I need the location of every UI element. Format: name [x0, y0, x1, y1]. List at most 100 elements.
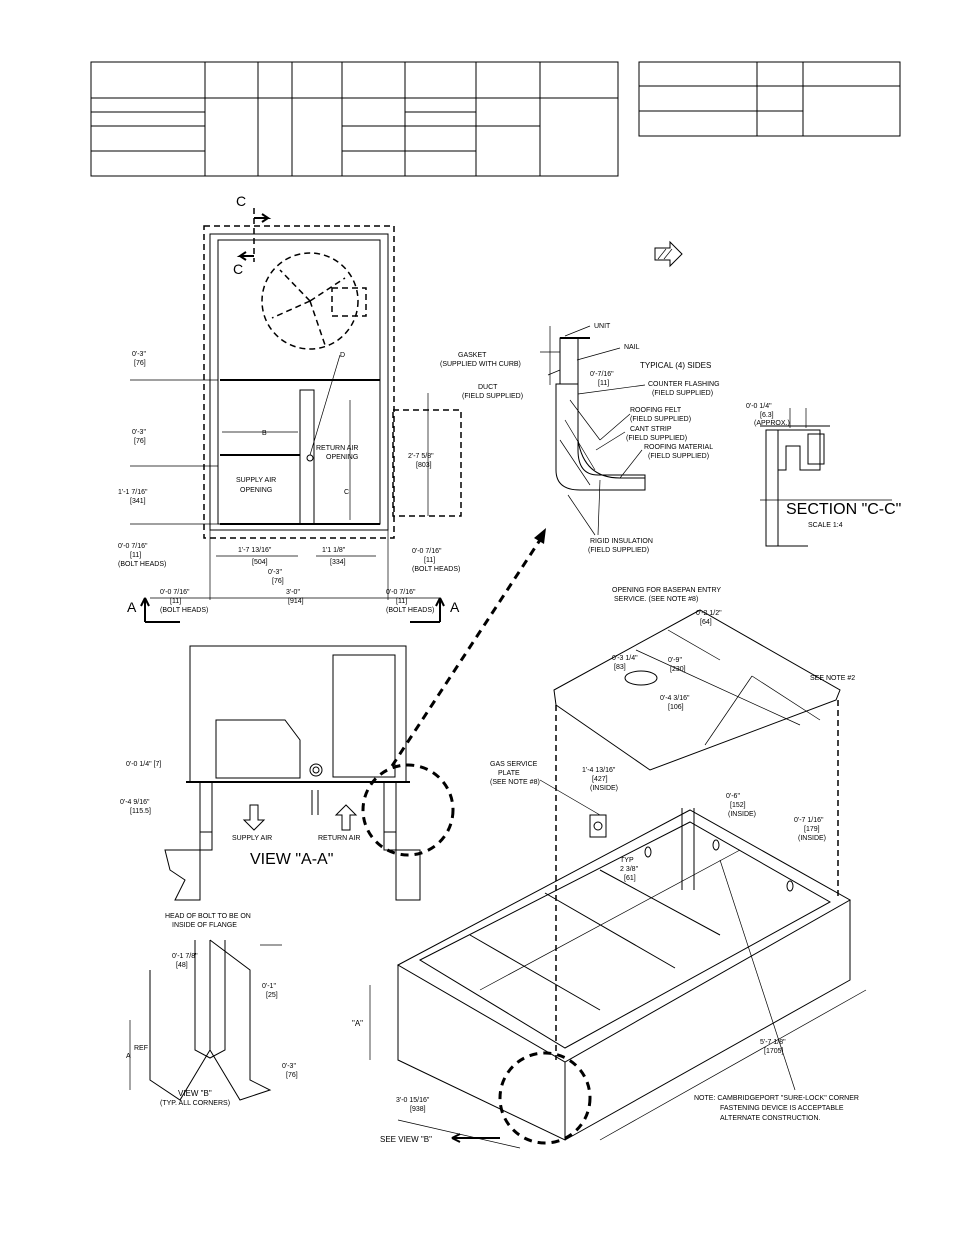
section-cc-title: SECTION "C-C" [786, 501, 901, 518]
section-cc-detail [760, 408, 892, 547]
iso-dim-578-b: [1705] [764, 1048, 784, 1055]
iso-dim-9-b: [230] [670, 666, 686, 673]
dim-d4-c: (BOLT HEADS) [118, 561, 166, 568]
section-cc-dim-b: [6.3] [760, 412, 774, 419]
dim-d1-a: 0'-3" [132, 351, 146, 358]
dim-d2-a: 0'-3" [132, 429, 146, 436]
dim-d5-b: [504] [252, 559, 268, 566]
iso-dim-9-a: 0'-9" [668, 657, 682, 664]
view-b-d1-b: [48] [176, 962, 188, 969]
gas-service-label-3: (SEE NOTE #8) [490, 779, 540, 786]
dim-d6-b: [76] [272, 578, 284, 585]
dim-label-c: C [344, 489, 349, 496]
cant-strip-label-2: (FIELD SUPPLIED) [626, 435, 687, 442]
duct-label-1: DUCT [478, 384, 498, 391]
iso-dim-11416-a: 1'-4 13/16" [582, 767, 616, 774]
iso-dim-212-b: [64] [700, 619, 712, 626]
basepan-opening-label-1: OPENING FOR BASEPAN ENTRY [612, 587, 721, 594]
supply-air-label: SUPPLY AIR [232, 835, 272, 842]
dim-d9-b: [11] [424, 557, 435, 564]
typ-label-3: [61] [624, 875, 636, 882]
section-c-marker-bottom: C [233, 261, 243, 277]
view-b-head-bolt-1: HEAD OF BOLT TO BE ON [165, 913, 251, 920]
dim-d4-b: [11] [130, 552, 141, 559]
iso-dim-212-a: 0'-2 1/2" [696, 610, 722, 617]
section-cc-dim-c: (APPROX.) [754, 420, 790, 427]
dim-d9-a: 0'-0 7/16" [412, 548, 442, 555]
dim-d3-b: [341] [130, 498, 146, 505]
dim-d7-a: 1'1 1/8" [322, 547, 346, 554]
iso-dim-6-a: 0'-6" [726, 793, 740, 800]
gas-service-label-2: PLATE [498, 770, 520, 777]
roofing-felt-label-2: (FIELD SUPPLIED) [630, 416, 691, 423]
supply-air-opening-label-2: OPENING [240, 487, 272, 494]
iso-dim-11416-b: [427] [592, 776, 608, 783]
iso-dim-7116-a: 0'-7 1/16" [794, 817, 824, 824]
iso-dim-31516-a: 3'-0 15/16" [396, 1097, 430, 1104]
iso-dim-11416-c: (INSIDE) [590, 785, 618, 792]
dim-d12-a: 0'-0 7/16" [386, 589, 416, 596]
gasket-label-2: (SUPPLIED WITH CURB) [440, 361, 521, 368]
dim-label-b: B [262, 430, 267, 437]
dim-716-a: 0'-7/16" [590, 371, 614, 378]
dim-d2-b: [76] [134, 438, 146, 445]
dim-d7-b: [334] [330, 559, 346, 566]
note-line-3: ALTERNATE CONSTRUCTION. [720, 1115, 821, 1122]
dim-d1-b: [76] [134, 360, 146, 367]
iso-dim-578-a: 5'-7 1/8" [760, 1039, 786, 1046]
view-b-d1-a: 0'-1 7/8" [172, 953, 198, 960]
top-plan-view [130, 208, 462, 623]
dim-d10-a: 0'-0 7/16" [160, 589, 190, 596]
view-a-marker-left: A [127, 599, 137, 615]
dim-d4-a: 0'-0 7/16" [118, 543, 148, 550]
isometric-curb-view [369, 609, 867, 1149]
dim-d5-a: 1'-7 13/16" [238, 547, 272, 554]
iso-dim-314-b: [83] [614, 664, 626, 671]
gas-service-label-1: GAS SERVICE [490, 761, 538, 768]
dim-d11-b: [914] [288, 598, 304, 605]
curb-flashing-detail [540, 325, 646, 536]
view-b-d3-a: 0'-3" [282, 1063, 296, 1070]
view-b-d2-b: [25] [266, 992, 278, 999]
dimension-table-left [90, 61, 619, 177]
return-air-opening-label-1: RETURN AIR [316, 445, 358, 452]
dim-d12-b: [11] [396, 598, 407, 605]
typ-label-2: 2 3/8" [620, 866, 639, 873]
dim-d9-c: (BOLT HEADS) [412, 566, 460, 573]
cant-strip-label-1: CANT STRIP [630, 426, 672, 433]
dim-d12-c: (BOLT HEADS) [386, 607, 434, 614]
rigid-insulation-label-2: (FIELD SUPPLIED) [588, 547, 649, 554]
typ-label-1: TYP [620, 857, 634, 864]
counter-flashing-label-1: COUNTER FLASHING [648, 381, 720, 388]
view-aa-title: VIEW "A-A" [250, 851, 333, 868]
view-b-ref: REF [134, 1045, 148, 1052]
view-aa-elevation [164, 645, 455, 901]
dim-d11-a: 3'-0" [286, 589, 300, 596]
see-note2-label: SEE NOTE #2 [810, 675, 855, 682]
note-line-2: FASTENING DEVICE IS ACCEPTABLE [720, 1105, 844, 1112]
view-b-subtitle: (TYP. ALL CORNERS) [160, 1100, 230, 1107]
view-b-ref-a: A [126, 1053, 131, 1060]
dim-d8-b: [803] [416, 462, 432, 469]
iso-dim-6-b: [152] [730, 802, 746, 809]
dimension-table-right [638, 61, 901, 137]
view-b-head-bolt-2: INSIDE OF FLANGE [172, 922, 237, 929]
return-air-label: RETURN AIR [318, 835, 360, 842]
view-b-title: VIEW "B" [178, 1089, 212, 1098]
dim-d8-a: 2'-7 5/8" [408, 453, 434, 460]
roofing-felt-label-1: ROOFING FELT [630, 407, 682, 414]
iso-dim-6-c: (INSIDE) [728, 811, 756, 818]
iso-dim-4316-b: [106] [668, 704, 684, 711]
dim-d10-b: [11] [170, 598, 181, 605]
airflow-arrow-icon [654, 240, 683, 268]
dim-label-d: D [340, 352, 345, 359]
section-cc-dim-a: 0'-0 1/4" [746, 403, 772, 410]
nail-label: NAIL [624, 344, 640, 351]
basepan-opening-label-2: SERVICE. (SEE NOTE #8) [614, 596, 698, 603]
view-b-d2-a: 0'-1" [262, 983, 276, 990]
supply-air-opening-label-1: SUPPLY AIR [236, 477, 276, 484]
dim-d6-a: 0'-3" [268, 569, 282, 576]
iso-dim-7116-b: [179] [804, 826, 820, 833]
view-aa-dim1: 0'-0 1/4" [7] [126, 761, 161, 768]
